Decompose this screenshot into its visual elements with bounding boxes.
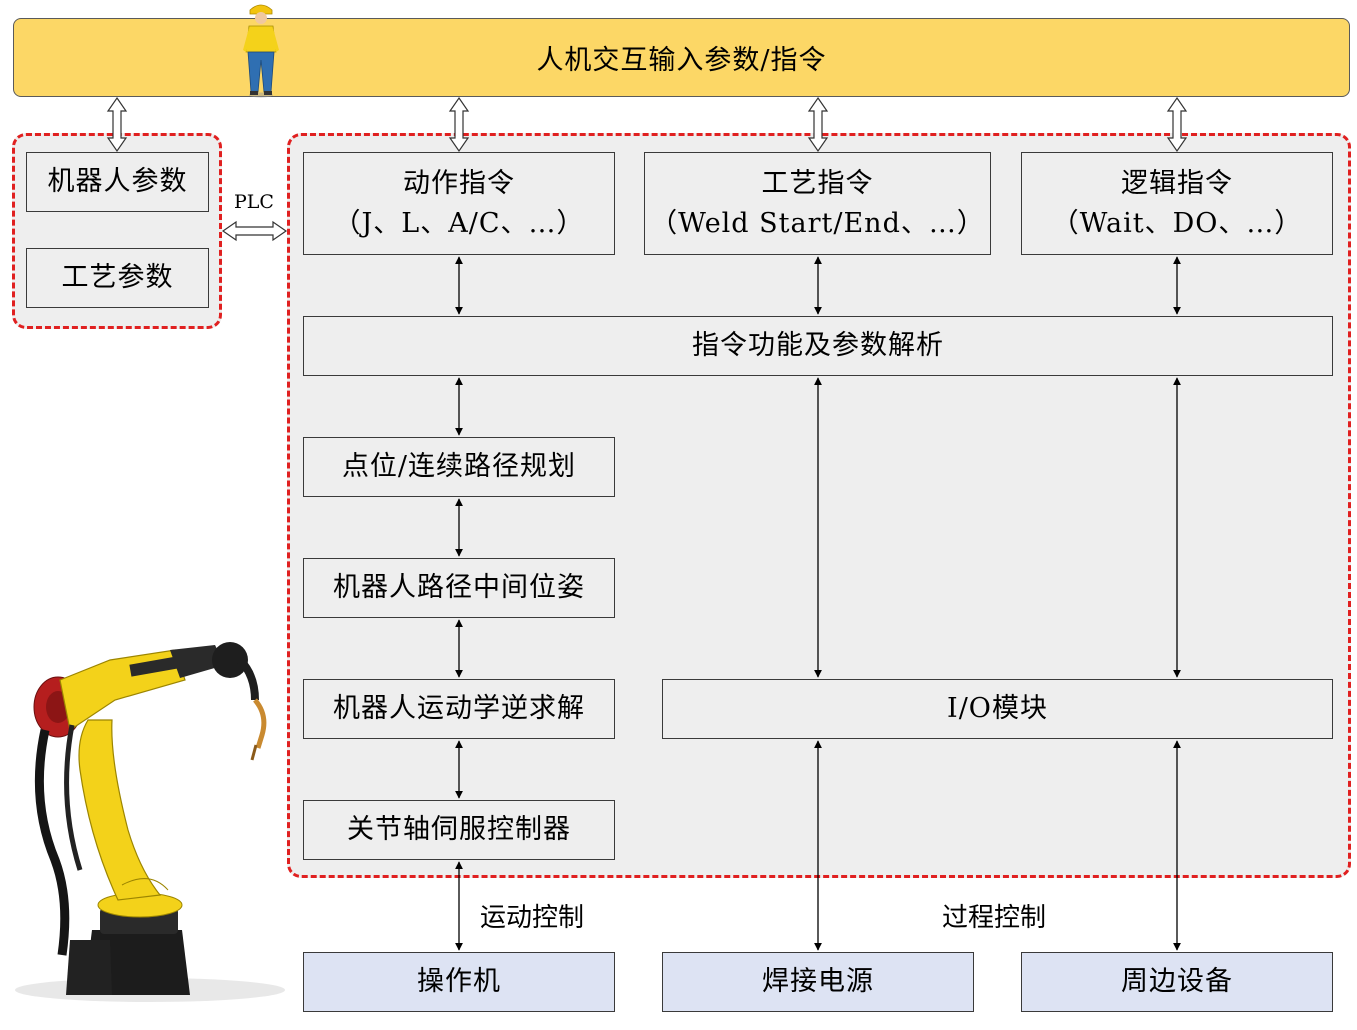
robot-params-box: 机器人参数 — [26, 152, 209, 212]
process-instruction-box: 工艺指令 （Weld Start/End、…） — [644, 152, 991, 255]
manipulator-label: 操作机 — [417, 966, 501, 997]
hollow-arrow-motion — [448, 96, 470, 153]
path-planning-label: 点位/连续路径规划 — [341, 451, 577, 482]
manipulator-box: 操作机 — [303, 952, 615, 1012]
logic-instruction-box: 逻辑指令 （Wait、DO、…） — [1021, 152, 1333, 255]
process-params-label: 工艺参数 — [61, 262, 174, 293]
hollow-arrow-robot-params — [106, 96, 128, 153]
servo-controller-box: 关节轴伺服控制器 — [303, 800, 615, 860]
motion-instruction-detail: （J、L、A/C、…） — [333, 207, 585, 239]
logic-instruction-title: 逻辑指令 — [1121, 167, 1233, 199]
robot-params-label: 机器人参数 — [47, 166, 188, 197]
hmi-input-label: 人机交互输入参数/指令 — [536, 45, 827, 76]
io-module-label: I/O模块 — [947, 693, 1048, 724]
inverse-kinematics-box: 机器人运动学逆求解 — [303, 679, 615, 739]
inverse-kinematics-label: 机器人运动学逆求解 — [333, 693, 585, 724]
welding-robot-icon — [15, 642, 285, 1002]
welding-power-box: 焊接电源 — [662, 952, 974, 1012]
io-module-box: I/O模块 — [662, 679, 1333, 739]
peripherals-label: 周边设备 — [1121, 966, 1233, 997]
hollow-arrow-plc — [221, 220, 288, 242]
operator-figure-icon — [243, 4, 279, 98]
process-instruction-detail: （Weld Start/End、…） — [650, 207, 985, 239]
plc-label: PLC — [234, 191, 274, 213]
path-planning-box: 点位/连续路径规划 — [303, 437, 615, 497]
hollow-arrow-logic — [1166, 96, 1188, 153]
hollow-arrow-process — [807, 96, 829, 153]
intermediate-pose-label: 机器人路径中间位姿 — [333, 572, 585, 603]
intermediate-pose-box: 机器人路径中间位姿 — [303, 558, 615, 618]
instruction-parse-label: 指令功能及参数解析 — [692, 330, 944, 361]
process-params-box: 工艺参数 — [26, 248, 209, 308]
logic-instruction-detail: （Wait、DO、…） — [1051, 207, 1303, 239]
process-instruction-title: 工艺指令 — [761, 167, 874, 199]
servo-controller-label: 关节轴伺服控制器 — [347, 814, 571, 845]
instruction-parse-box: 指令功能及参数解析 — [303, 316, 1333, 376]
process-control-label: 过程控制 — [942, 903, 1047, 933]
motion-instruction-box: 动作指令 （J、L、A/C、…） — [303, 152, 615, 255]
hmi-input-bar: 人机交互输入参数/指令 — [13, 18, 1350, 97]
motion-instruction-title: 动作指令 — [403, 167, 515, 199]
motion-control-label: 运动控制 — [480, 903, 585, 933]
peripherals-box: 周边设备 — [1021, 952, 1333, 1012]
welding-power-label: 焊接电源 — [762, 966, 874, 997]
